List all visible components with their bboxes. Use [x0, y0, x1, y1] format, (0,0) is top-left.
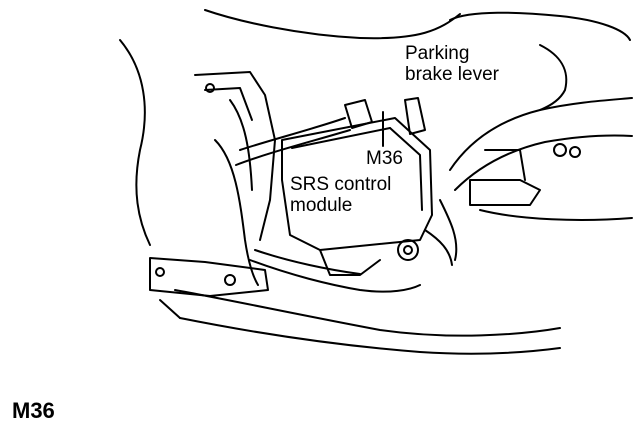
srs-module-label: SRS control module: [290, 174, 391, 216]
srs-module-label-line2: module: [290, 195, 353, 216]
lower-bracket: [149, 257, 269, 297]
parking-brake-label-line1: Parking: [405, 43, 470, 64]
parking-brake-label: Parking brake lever: [405, 43, 499, 85]
connector-m36-label: M36: [366, 148, 403, 169]
parking-brake-label-line2: brake lever: [405, 64, 499, 85]
wire-harness: [249, 259, 421, 293]
srs-module-label-line1: SRS control: [290, 174, 392, 195]
srs-control-module: [281, 117, 433, 251]
figure-id: M36: [12, 398, 55, 423]
console-contour: [449, 11, 631, 41]
floor-contour: [204, 9, 461, 40]
connector-m36: [344, 99, 373, 129]
tunnel-contour: [119, 39, 151, 246]
left-bracket: [194, 71, 276, 241]
